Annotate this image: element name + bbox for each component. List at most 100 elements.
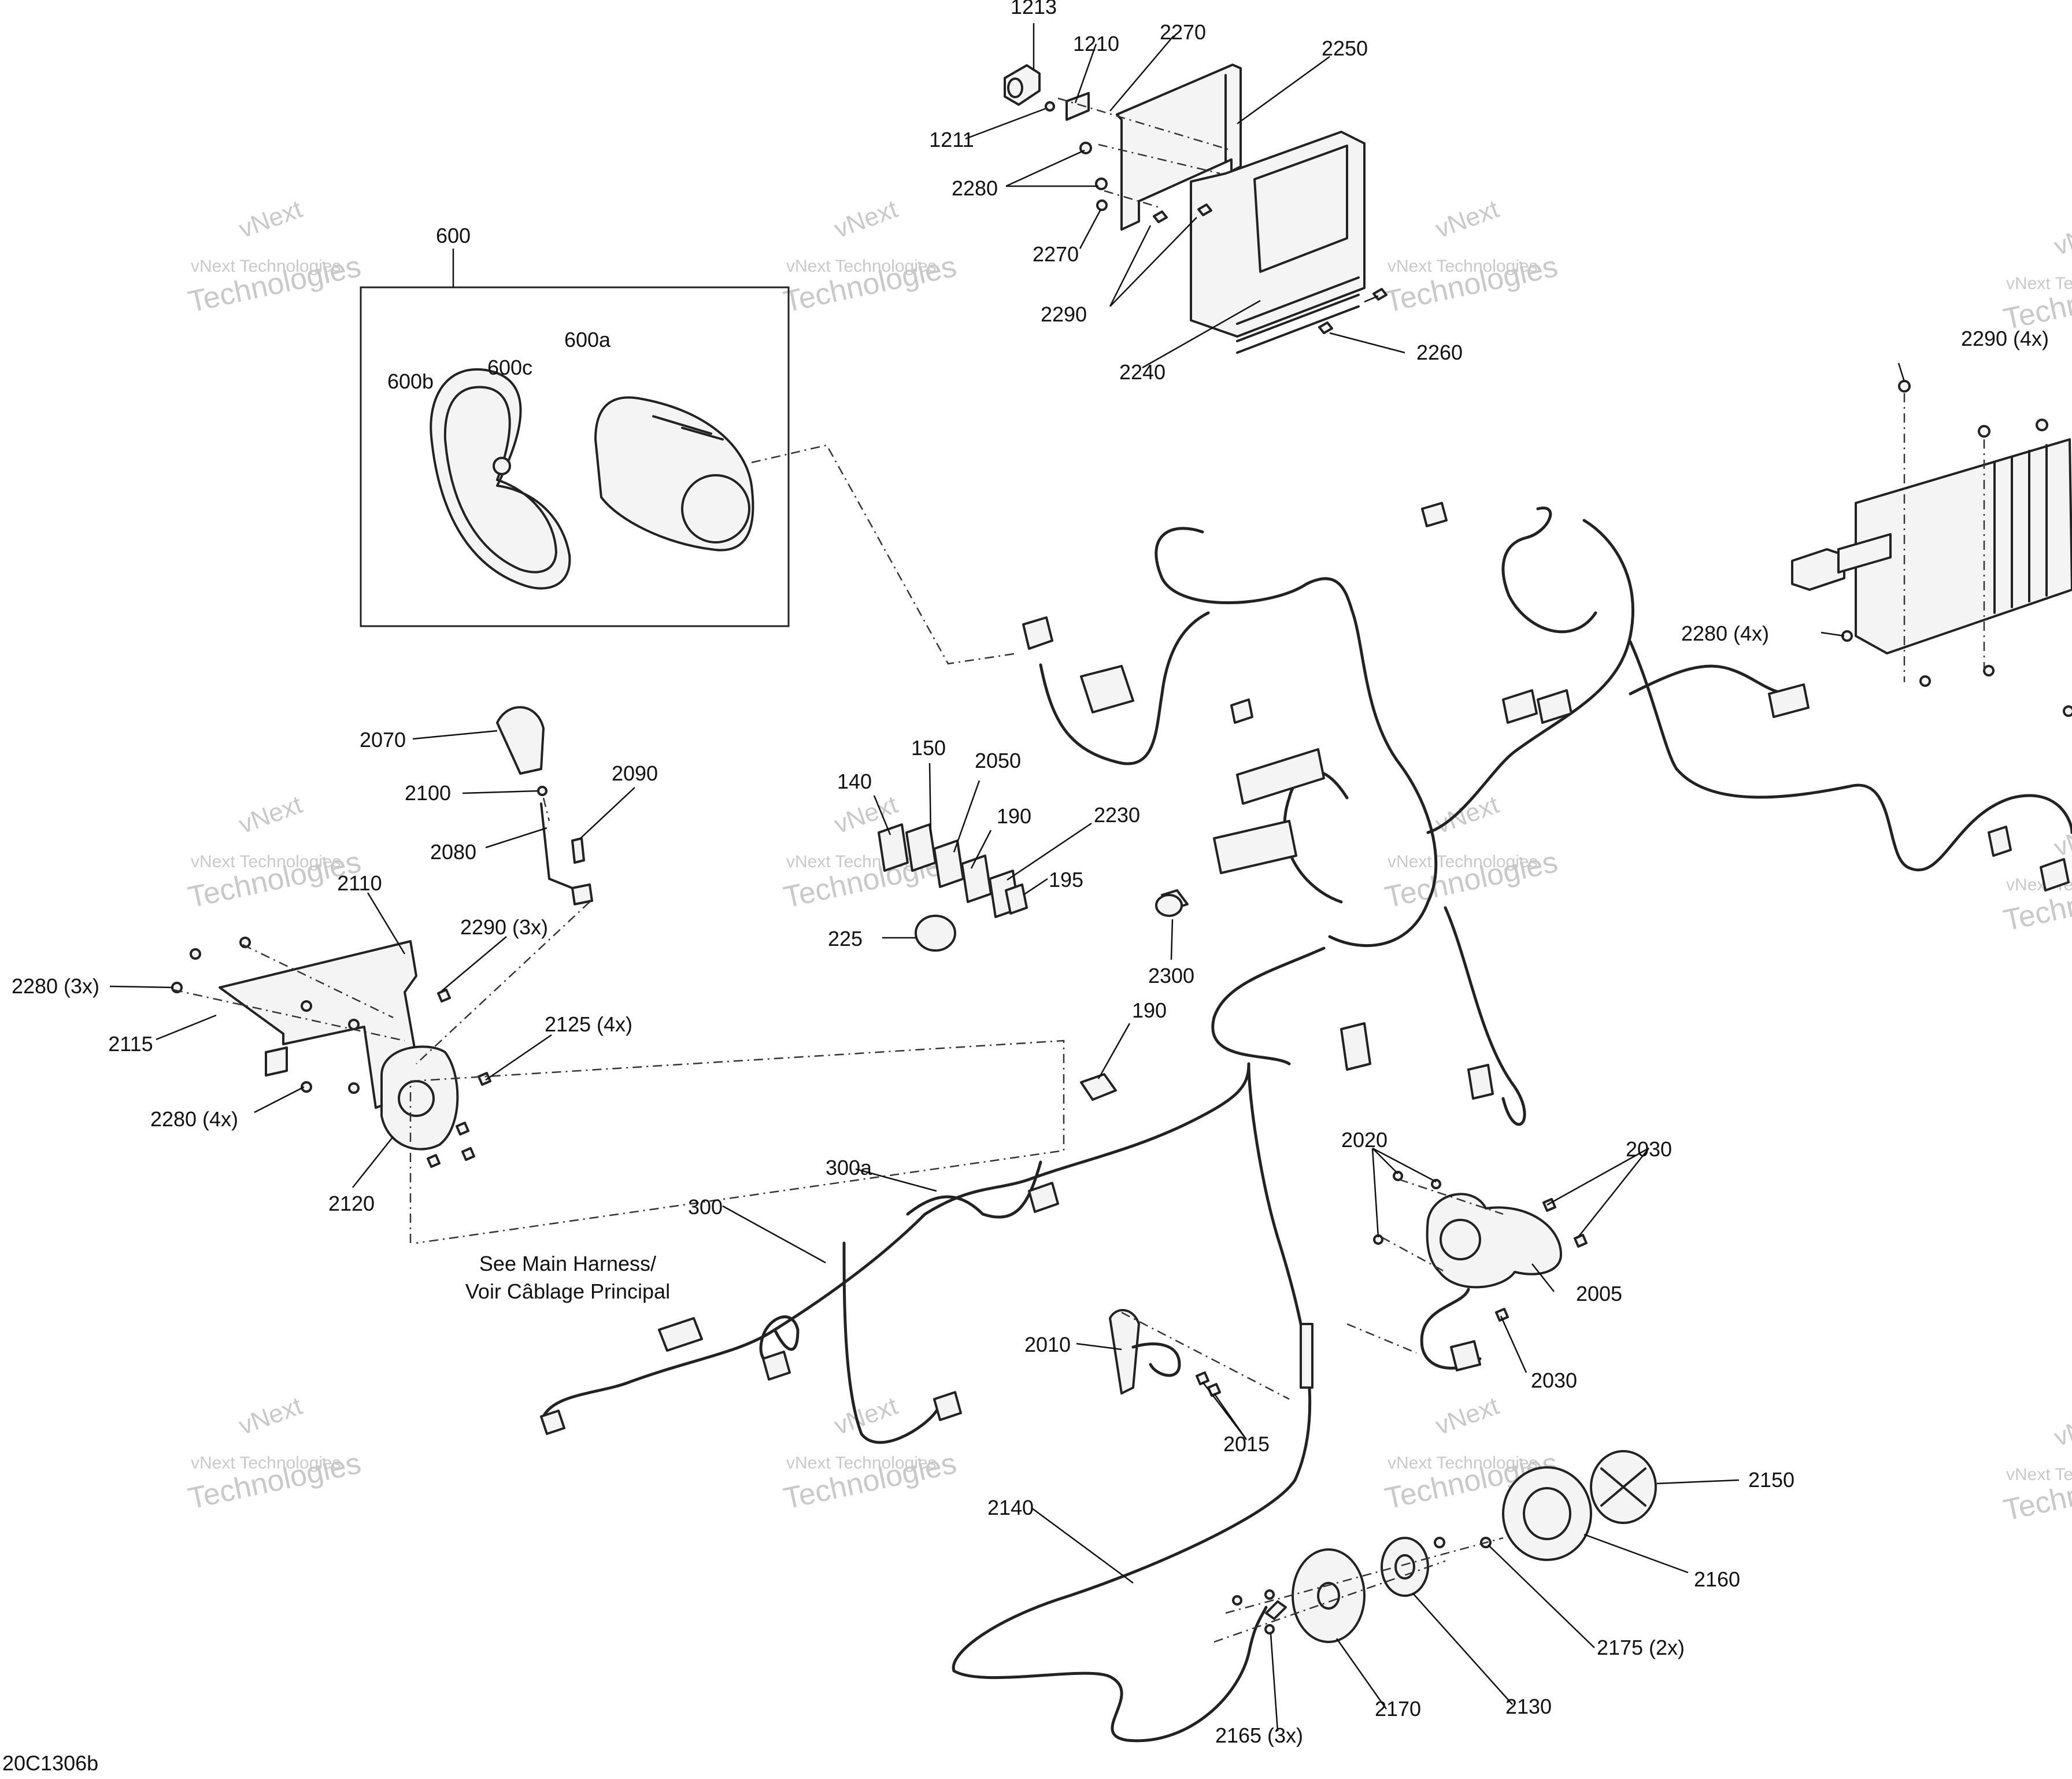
callout-1211: 1211 [929,128,974,151]
callout-2175-2x: 2175 (2x) [1597,1636,1685,1659]
bracket-2250 [1116,64,1242,231]
watermark-text: vNext Technologies [2006,274,2072,293]
motor-2120 [380,1045,459,1151]
nut-2280 [301,1000,312,1012]
watermark-text: vNext [1432,790,1503,839]
screw-2125 [461,1147,475,1161]
callout-2290-top: 2290 [1041,302,1087,326]
callout-2150: 2150 [1748,1468,1794,1492]
screw-2290 [1978,425,1990,438]
nut-2020 [1393,1171,1403,1181]
callout-2015: 2015 [1223,1432,1270,1456]
watermark-text: vNext [2051,1403,2072,1452]
plate-2170-hole [1317,1582,1340,1610]
callout-2115: 2115 [108,1032,153,1056]
watermark-text: vNext Technologies [1388,852,1538,871]
callout-2230: 2230 [1094,803,1140,827]
harness-2140-sleeve [1300,1323,1314,1389]
harness-connectors [1283,770,1349,904]
harness-connector [1340,1022,1371,1071]
harness-connector-box [1080,665,1134,713]
callout-2010: 2010 [1024,1333,1071,1356]
screw-2125 [478,1072,491,1086]
callout-225: 225 [828,927,863,950]
harness-top-branch [1501,506,1597,634]
ecu-2240-pins [1236,276,1360,354]
watermark-text: vNext Technologies [191,1453,341,1473]
callout-2005: 2005 [1576,1282,1622,1305]
callout-2280-3x: 2280 (3x) [12,974,99,998]
callout-300: 300 [688,1195,723,1219]
bezel-600b-inner [443,386,557,574]
watermark-text: vNext Technologies [191,257,341,276]
watermark-text: vNext [235,1392,306,1441]
harness-2140 [952,1062,1312,1743]
switch-190-lower [1080,1073,1117,1101]
harness-connector-block [1236,748,1325,805]
screw-2290 [437,989,451,1003]
callout-190-top: 190 [997,804,1031,828]
callout-140: 140 [837,770,872,793]
harness-connector [2040,858,2070,892]
see-main-harness-note: See Main Harness/ [479,1252,656,1275]
nut-2020 [1431,1179,1441,1189]
nut-2280 [1095,177,1108,190]
watermark-text: vNext Technologies [1388,257,1538,276]
screw-2125 [456,1122,469,1136]
nut-2175 [1434,1537,1445,1548]
callout-2130: 2130 [1505,1695,1552,1718]
callout-195: 195 [1049,868,1083,892]
connector-1213-face [1007,77,1023,98]
harness-300 [540,1062,1314,1743]
cluster-600a-dial [681,474,750,543]
shifter-dash [173,797,590,1064]
harness-connector [1537,689,1572,724]
washer-2100 [537,786,547,796]
gauge-600-box [360,286,790,627]
nut-2270 [1096,199,1108,211]
regulator-fins [1993,444,2048,614]
harness-300a [906,1160,1042,1219]
actuator-2005-gear [1440,1219,1481,1260]
nut-2280 [1919,675,1931,687]
callout-190-bottom: 190 [1132,998,1167,1022]
clip-1210 [1065,92,1090,121]
regulator-connector-2 [1837,533,1892,574]
watermark-text: vNext Technologies [786,257,937,276]
callout-600c: 600c [487,356,532,379]
watermark-text: vNext [2051,212,2072,261]
nut-2165 [1232,1595,1242,1606]
callout-2160: 2160 [1694,1567,1740,1591]
knob-2070 [496,706,545,775]
screw-2015 [1196,1371,1209,1385]
ecu-2240 [1190,131,1366,338]
harness-loop [1155,527,1438,947]
callout-2050: 2050 [975,749,1021,772]
callout-1213: 1213 [1011,0,1057,19]
nut-2280 [190,948,201,960]
harness-300a-connector [1028,1182,1059,1213]
watermark-text: vNext Technologies [786,1453,937,1473]
callout-2260: 2260 [1416,341,1463,364]
screw-2290 [2036,419,2048,431]
callout-600: 600 [436,224,471,247]
screw-2030 [1495,1308,1509,1322]
screw-2290 [1898,380,1911,393]
harness-300-connector [762,1351,791,1381]
callout-2070: 2070 [360,728,406,752]
plug-225 [915,915,956,952]
callout-2280-4x-left: 2280 (4x) [150,1107,238,1131]
voltage-regulator [1855,438,2072,654]
callout-300a: 300a [826,1156,872,1179]
callout-600b: 600b [387,369,434,393]
nut-2280 [301,1081,312,1093]
right-module [1791,380,2072,717]
switch-190 [961,855,992,903]
